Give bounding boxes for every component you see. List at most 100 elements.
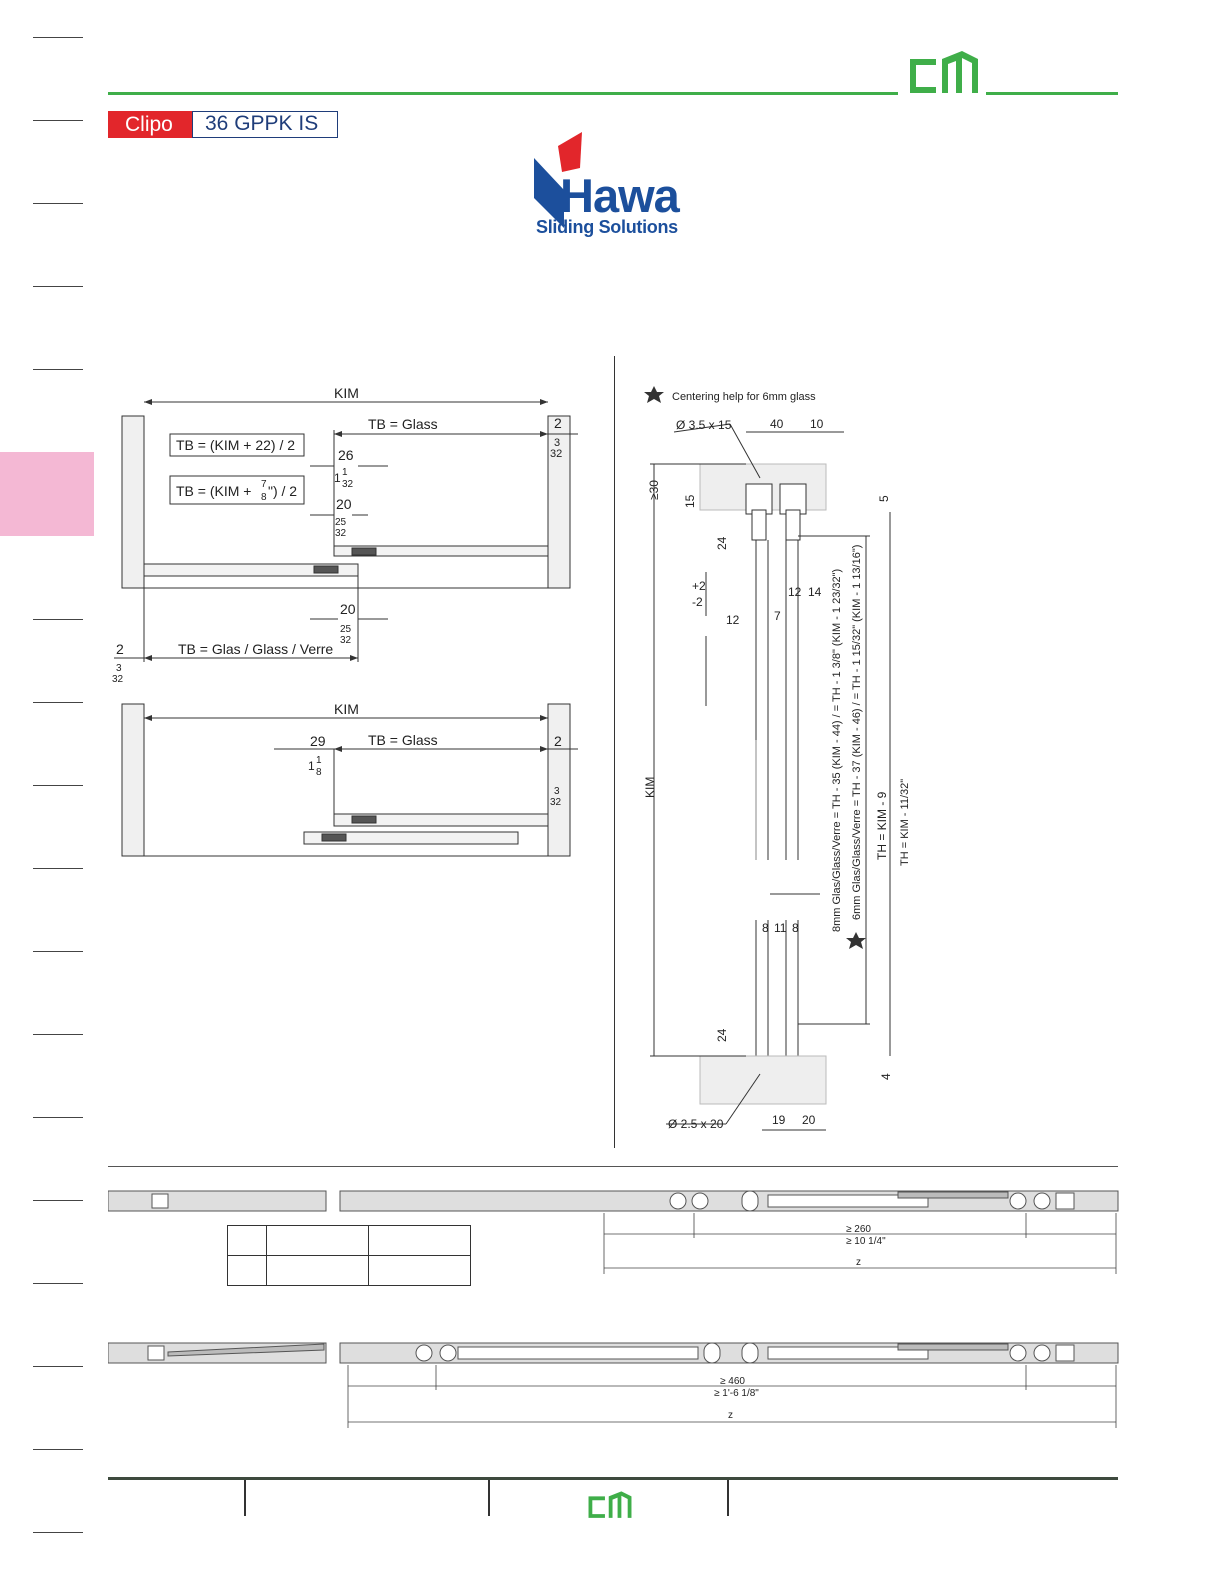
dim-14: 14 <box>808 585 822 599</box>
formula-6mm-glass: 6mm Glas/Glass/Verre = TH - 37 (KIM - 46… <box>851 545 863 920</box>
dim-40: 40 <box>770 417 784 431</box>
upper-z: z <box>856 1257 861 1268</box>
formula-inch-num: 7 <box>261 479 267 490</box>
dim-12: 12 <box>726 613 740 627</box>
dim-3-32-den: 32 <box>550 797 562 808</box>
dim-2: 2 <box>554 733 562 749</box>
section-divider <box>108 1166 1118 1167</box>
margin-tick <box>33 37 83 38</box>
dim-tb-glass: TB = Glass <box>368 732 438 748</box>
dim-3-32c-num: 3 <box>116 663 122 674</box>
dim-20: 20 <box>336 496 352 512</box>
column-divider <box>614 356 615 1148</box>
dim-5: 5 <box>877 495 891 502</box>
footer-divider <box>488 1480 490 1516</box>
margin-tick <box>33 868 83 869</box>
margin-tick <box>33 1366 83 1367</box>
dim-19: 19 <box>772 1113 786 1127</box>
margin-tick <box>33 1283 83 1284</box>
dim-plus2: +2 <box>692 579 706 593</box>
dim-29: 29 <box>310 733 326 749</box>
formula-th-mm: TH = KIM - 9 <box>875 791 889 860</box>
margin-tick <box>33 951 83 952</box>
section-side-tab <box>0 452 94 536</box>
dim-3-32c-den: 32 <box>112 674 124 685</box>
dim-7: 7 <box>774 609 781 623</box>
footer-divider <box>727 1480 729 1516</box>
dim-8b: 8 <box>792 921 799 935</box>
centering-note: Centering help for 6mm glass <box>672 391 816 403</box>
lower-min-in: ≥ 1'-6 1/8" <box>714 1388 759 1399</box>
dim-12b: 12 <box>788 585 802 599</box>
dim-15: 15 <box>683 494 697 508</box>
dim-3-32-den: 32 <box>550 448 562 460</box>
dim-20: 20 <box>802 1113 816 1127</box>
formula-8mm-glass: 8mm Glas/Glass/Verre = TH - 35 (KIM - 44… <box>831 569 843 932</box>
dim-25-32-num: 25 <box>335 517 347 528</box>
margin-tick <box>33 286 83 287</box>
header-rule <box>986 92 1118 95</box>
footer-rule <box>108 1477 1118 1480</box>
product-family-tag: Clipo <box>108 111 192 138</box>
dim-2: 2 <box>554 415 562 431</box>
table-row <box>227 1255 471 1286</box>
dim-3-32-num: 3 <box>554 786 560 797</box>
dim-kim: KIM <box>334 701 359 717</box>
upper-min-in: ≥ 10 1/4" <box>846 1236 886 1247</box>
track-assembly-lower: ≥ 460 ≥ 1'-6 1/8" z <box>108 1342 1119 1428</box>
dim-4: 4 <box>879 1073 893 1080</box>
margin-tick <box>33 120 83 121</box>
dim-tb-glass-multilang: TB = Glas / Glass / Verre <box>178 641 333 657</box>
margin-tick <box>33 203 83 204</box>
dim-1-1-32-whole: 1 <box>334 471 341 485</box>
dim-1-1-8-num: 1 <box>316 755 322 766</box>
dim-3-32-num: 3 <box>554 437 560 449</box>
brand-tagline: Sliding Solutions <box>536 217 678 237</box>
margin-tick <box>33 702 83 703</box>
dim-1-1-8-den: 8 <box>316 767 322 778</box>
margin-tick <box>33 619 83 620</box>
track-assembly-upper: ≥ 260 ≥ 10 1/4" z <box>108 1190 1119 1274</box>
dim-kim: KIM <box>334 385 359 401</box>
dim-1-1-32-den: 32 <box>342 479 354 490</box>
brand-logo-icon <box>910 51 978 93</box>
formula-inch-suffix: ") / 2 <box>268 483 297 499</box>
margin-tick <box>33 1200 83 1201</box>
screw-top-label: Ø 3.5 x 15 <box>676 418 732 432</box>
dim-1-1-8-whole: 1 <box>308 759 315 773</box>
dim-11: 11 <box>774 921 787 935</box>
footer-divider <box>244 1480 246 1516</box>
section-drawing: Centering help for 6mm glass Ø 3.5 x 15 … <box>643 386 911 1131</box>
lower-z: z <box>728 1410 733 1421</box>
dim-1-1-32-num: 1 <box>342 467 348 478</box>
margin-tick <box>33 1117 83 1118</box>
screw-bottom-label: Ø 2.5 x 20 <box>668 1117 724 1131</box>
dim-26: 26 <box>338 447 354 463</box>
margin-tick <box>33 785 83 786</box>
dim-25-32-den: 32 <box>335 528 347 539</box>
footer-logo-icon <box>588 1491 632 1518</box>
dim-tb-glass: TB = Glass <box>368 416 438 432</box>
dim-minus2: -2 <box>692 595 703 609</box>
dim-25-32b-den: 32 <box>340 635 352 646</box>
dim-10: 10 <box>810 417 824 431</box>
installation-drawing-top: KIM TB = Glass TB = (KIM + 22) / 2 TB = … <box>112 385 578 685</box>
formula-mm: TB = (KIM + 22) / 2 <box>176 437 295 453</box>
dim-24: 24 <box>715 536 729 550</box>
dim-2b: 2 <box>116 641 124 657</box>
formula-th-in: TH = KIM - 11/32" <box>899 779 911 866</box>
hawa-mark-icon <box>534 132 582 228</box>
dim-kim-vertical: KIM <box>643 777 657 798</box>
dim-ge30: ≥30 <box>647 480 661 500</box>
table-row <box>227 1225 471 1256</box>
dim-20b: 20 <box>340 601 356 617</box>
dim-24b: 24 <box>715 1028 729 1042</box>
lower-min-mm: ≥ 460 <box>720 1376 745 1387</box>
installation-drawing-bottom: KIM 29 1 1 8 TB = Glass 2 3 32 <box>121 701 578 857</box>
header-rule <box>108 92 898 95</box>
upper-min-mm: ≥ 260 <box>846 1224 871 1235</box>
dim-8a: 8 <box>762 921 769 935</box>
dim-25-32b-num: 25 <box>340 624 352 635</box>
formula-inch: TB = (KIM + <box>176 483 251 499</box>
product-code-tag: 36 GPPK IS <box>192 111 338 138</box>
